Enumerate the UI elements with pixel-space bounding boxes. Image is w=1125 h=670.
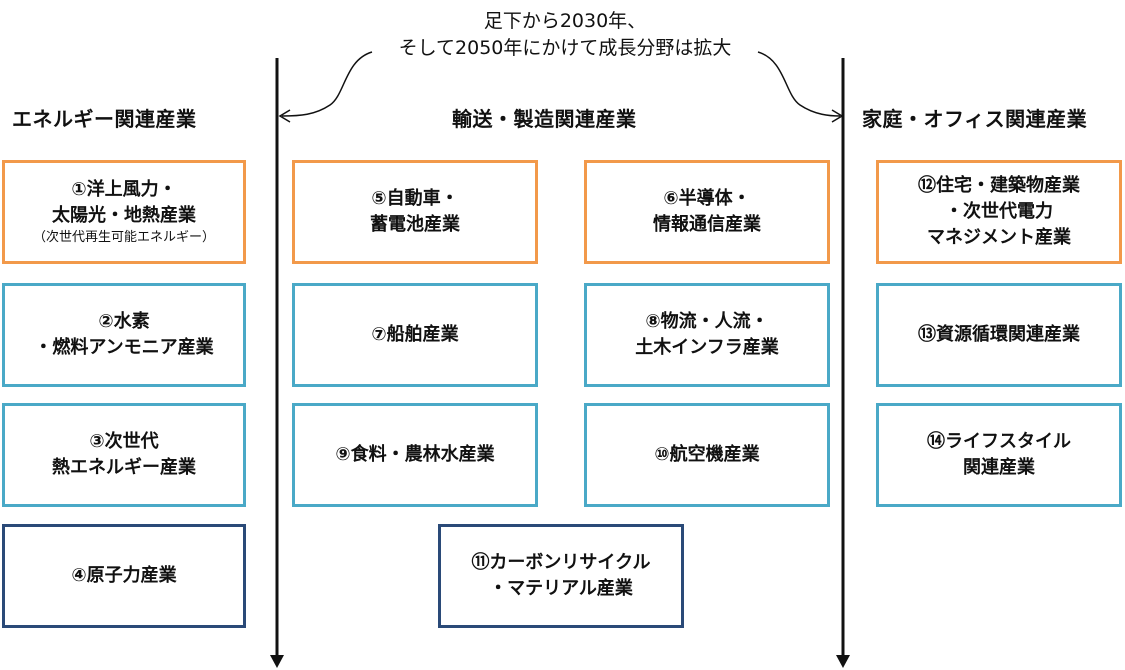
industry-box-nuclear: ④原子力産業: [2, 524, 246, 628]
box-label-line: ③次世代: [89, 431, 159, 452]
growth-caption: 足下から2030年、 そして2050年にかけて成長分野は拡大: [355, 8, 775, 62]
right-curved-arrow: [757, 51, 841, 117]
box-label-line: 蓄電池産業: [370, 214, 460, 235]
box-label-line: マネジメント産業: [927, 227, 1071, 248]
industry-box-aircraft: ⑩航空機産業: [584, 403, 830, 507]
box-label-line: ⑬資源循環関連産業: [918, 324, 1080, 345]
box-label-line: ⑥半導体・: [663, 188, 751, 209]
box-label-line: ①洋上風力・: [71, 179, 177, 200]
box-note: （次世代再生可能エネルギー）: [32, 230, 215, 245]
industry-box-semiconductor: ⑥半導体・ 情報通信産業: [584, 160, 830, 264]
industry-box-food-agriculture: ⑨食料・農林水産業: [292, 403, 538, 507]
box-label-line: 熱エネルギー産業: [52, 457, 196, 478]
box-label-line: ⑦船舶産業: [371, 324, 459, 345]
right-divider-arrowhead: [836, 655, 850, 668]
box-label-line: ・燃料アンモニア産業: [34, 337, 214, 358]
caption-line-2: そして2050年にかけて成長分野は拡大: [398, 37, 732, 59]
left-curved-arrowhead: [278, 109, 291, 123]
industry-box-hydrogen: ②水素 ・燃料アンモニア産業: [2, 283, 246, 387]
left-divider-arrowhead: [270, 655, 284, 668]
industry-box-logistics: ⑧物流・人流・ 土木インフラ産業: [584, 283, 830, 387]
home-column-title: 家庭・オフィス関連産業: [862, 107, 1088, 131]
right-curved-arrowhead: [831, 109, 844, 123]
box-label-line: ⑧物流・人流・: [645, 311, 769, 332]
industry-box-next-gen-heat: ③次世代 熱エネルギー産業: [2, 403, 246, 507]
box-label-line: ⑩航空機産業: [654, 444, 760, 465]
box-label-line: ・次世代電力: [945, 201, 1053, 222]
box-label-line: ⑭ライフスタイル: [927, 431, 1071, 452]
box-label-line: 太陽光・地熱産業: [52, 205, 196, 226]
industry-box-lifestyle: ⑭ライフスタイル 関連産業: [876, 403, 1122, 507]
box-label-line: ⑨食料・農林水産業: [335, 444, 495, 465]
industry-box-automotive: ⑤自動車・ 蓄電池産業: [292, 160, 538, 264]
industry-box-offshore-wind: ①洋上風力・ 太陽光・地熱産業 （次世代再生可能エネルギー）: [2, 160, 246, 264]
box-label-line: ・マテリアル産業: [489, 578, 633, 599]
box-label-line: ⑪カーボンリサイクル: [471, 552, 651, 573]
box-label-line: ⑫住宅・建築物産業: [918, 175, 1080, 196]
transport-column-title: 輸送・製造関連産業: [452, 107, 637, 131]
left-curved-arrow: [281, 51, 373, 117]
industry-box-shipbuilding: ⑦船舶産業: [292, 283, 538, 387]
box-label-line: ⑤自動車・: [371, 188, 459, 209]
industry-box-housing: ⑫住宅・建築物産業 ・次世代電力 マネジメント産業: [876, 160, 1122, 264]
caption-line-1: 足下から2030年、: [483, 10, 647, 32]
industry-box-carbon-recycling: ⑪カーボンリサイクル ・マテリアル産業: [438, 524, 684, 628]
box-label-line: ②水素: [98, 311, 150, 332]
box-label-line: 情報通信産業: [653, 214, 761, 235]
box-label-line: 関連産業: [963, 457, 1035, 478]
energy-column-title: エネルギー関連産業: [12, 107, 197, 131]
industry-box-resource-circulation: ⑬資源循環関連産業: [876, 283, 1122, 387]
box-label-line: ④原子力産業: [71, 565, 177, 586]
box-label-line: 土木インフラ産業: [635, 337, 779, 358]
